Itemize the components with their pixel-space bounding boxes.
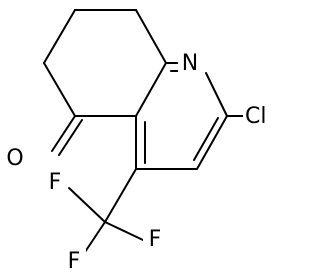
bond-c4-cf3 xyxy=(104,168,137,223)
bond-c8-c8a xyxy=(135,9,167,64)
bond-cf3-f-right xyxy=(104,221,144,241)
fluorine-right-label: F xyxy=(149,227,162,252)
bond-layer xyxy=(43,9,246,253)
chlorine-label: Cl xyxy=(245,104,266,129)
bond-cf3-f-top xyxy=(68,187,106,223)
bond-c6-c5 xyxy=(43,62,76,117)
fluorine-bottom-label: F xyxy=(68,249,81,274)
bond-c5-o-outer xyxy=(51,115,76,152)
chemical-structure: N Cl O F F F xyxy=(2,9,285,275)
oxygen-label: O xyxy=(6,146,23,171)
bond-c2-c3-inner xyxy=(193,117,219,161)
bond-c8a-c4a xyxy=(135,62,167,117)
fluorine-top-label: F xyxy=(49,170,62,195)
atom-labels: N Cl O F F F xyxy=(2,50,285,275)
bond-n-c2 xyxy=(205,72,228,117)
bond-c7-c6 xyxy=(43,9,76,64)
bond-c5-o-inner xyxy=(58,119,83,156)
nitrogen-label: N xyxy=(182,51,198,76)
bond-cf3-f-bottom xyxy=(84,221,106,253)
bond-c2-c3-outer xyxy=(196,115,228,170)
